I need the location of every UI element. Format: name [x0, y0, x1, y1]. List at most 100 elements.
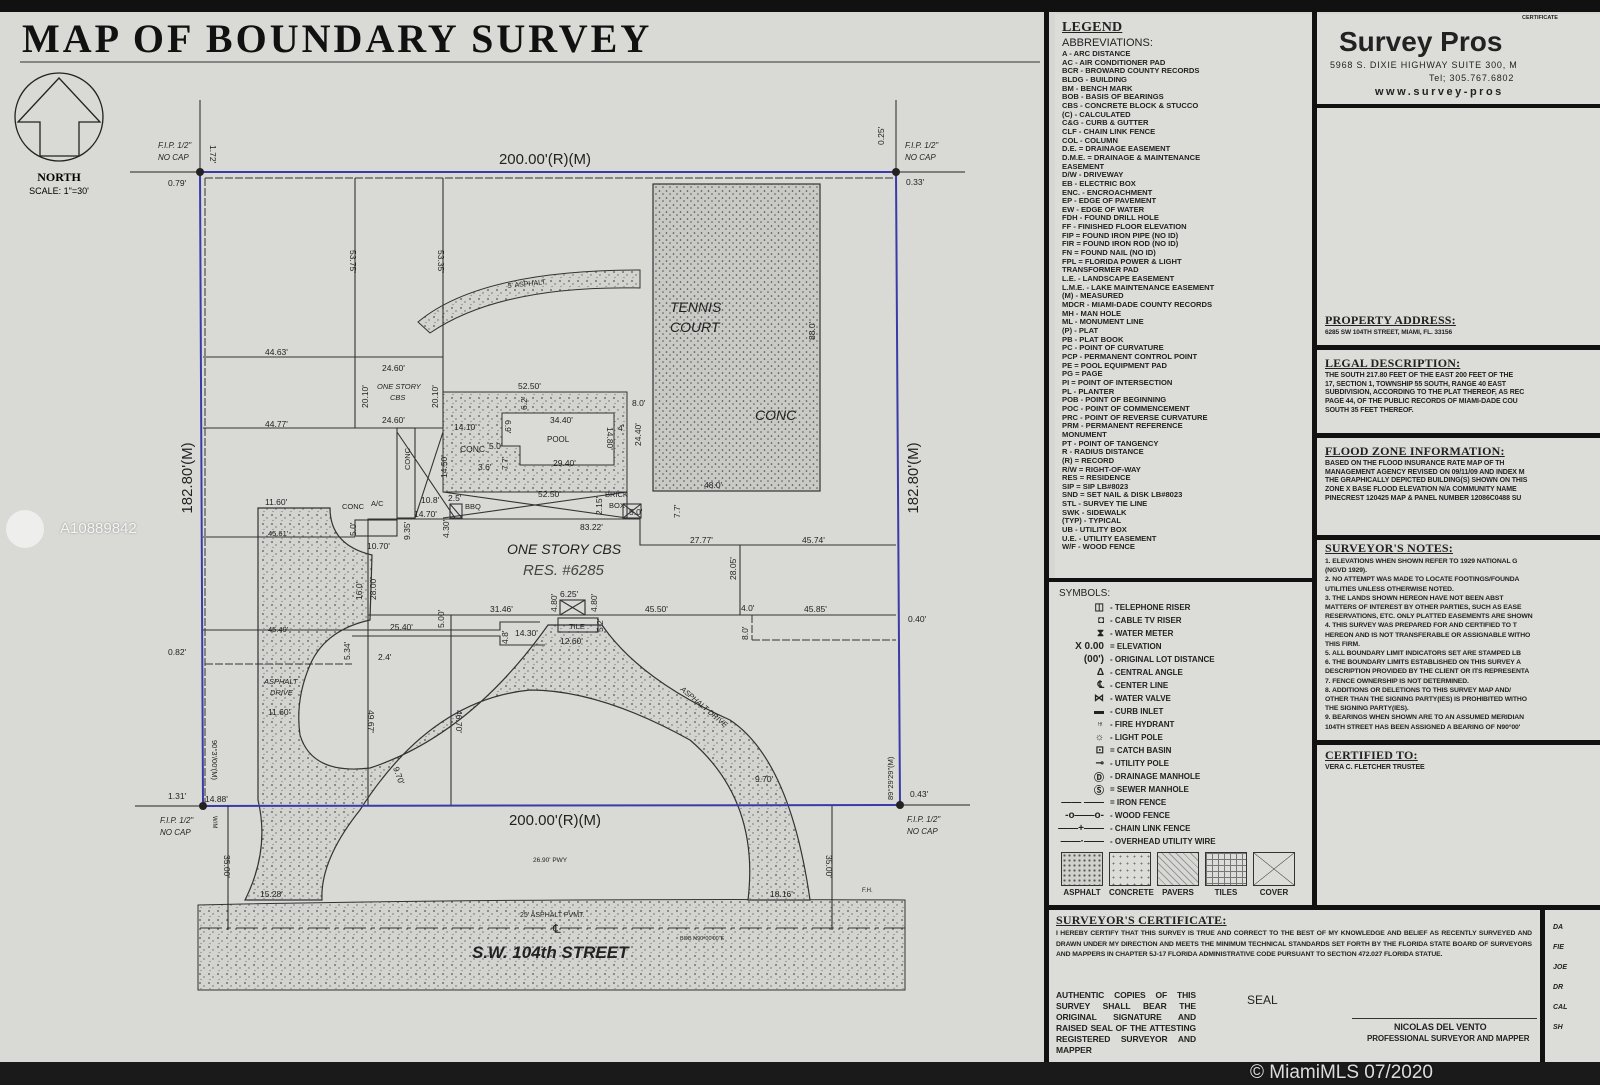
symbol-item: (00')- ORIGINAL LOT DISTANCE: [1049, 653, 1312, 666]
divider: [1317, 104, 1600, 108]
symbol-label: - CABLE TV RISER: [1110, 616, 1182, 625]
abbreviation-item: C&G - CURB & GUTTER: [1062, 118, 1149, 128]
text-line: RESERVATIONS, ETC. ONLY PLATTED EASEMENT…: [1325, 613, 1533, 621]
asphalt-drive: [244, 507, 811, 901]
abbreviation-item: MH - MAN HOLE: [1062, 308, 1122, 318]
water-meter-icon: ⧗: [1096, 628, 1104, 639]
abbreviation-item: SND = SET NAIL & DISK LB#8023: [1062, 490, 1183, 500]
dim: 5.34': [342, 641, 352, 660]
job-info-label: FIE: [1553, 944, 1564, 951]
pattern-swatch: TILES: [1205, 852, 1247, 897]
monument-label: NO CAP: [160, 828, 191, 837]
abbreviation-item: FIP = FOUND IRON PIPE (NO ID): [1062, 230, 1179, 240]
street-pavement: [197, 899, 906, 991]
dim: 15.28': [260, 889, 283, 899]
abbreviation-item: EW - EDGE OF WATER: [1062, 204, 1145, 214]
text-line: 3. THE LANDS SHOWN HEREON HAVE NOT BEEN …: [1325, 594, 1504, 602]
water-valve-icon: ⋈: [1094, 693, 1104, 704]
center-line-icon: ℄: [552, 922, 561, 936]
abbreviation-item: FF - FINISHED FLOOR ELEVATION: [1062, 222, 1187, 232]
abbreviation-item: EP - EDGE OF PAVEMENT: [1062, 196, 1157, 206]
abbreviation-item: COL - COLUMN: [1062, 135, 1118, 145]
dim: 4.80': [549, 593, 559, 612]
dim: 35.00': [824, 855, 834, 878]
property-address-heading: PROPERTY ADDRESS:: [1325, 313, 1456, 327]
abbreviation-item: PG = PAGE: [1062, 369, 1103, 379]
conc-label: CONC.: [460, 444, 487, 454]
asphalt-pattern-icon: [1061, 852, 1103, 886]
bbq-label: BBQ: [465, 502, 481, 511]
certified-to-panel: CERTIFIED TO: VERA C. FLETCHER TRUSTEE: [1317, 745, 1600, 905]
pattern-swatch: CONCRETE: [1109, 852, 1154, 897]
monument-label: F.I.P. 1/2": [905, 141, 939, 150]
dim: 45.61': [268, 529, 289, 538]
symbol-label: - OVERHEAD UTILITY WIRE: [1110, 837, 1216, 846]
dim: 5.00': [436, 609, 446, 628]
dim: 6.25': [560, 589, 579, 599]
dim: 8.0': [740, 626, 750, 640]
telephone-riser-icon: ◫: [1094, 602, 1104, 613]
dim: 2.4': [378, 652, 392, 662]
dim: 14.30': [515, 628, 538, 638]
text-line: 17, SECTION 1, TOWNSHIP 55 SOUTH, RANGE …: [1325, 380, 1506, 388]
survey-drawing: MAP OF BOUNDARY SURVEY NORTH SCALE: 1"=3…: [14, 16, 1040, 991]
abbreviation-item: (R) = RECORD: [1062, 455, 1115, 465]
fire-hydrant-label: F.H.: [862, 888, 873, 894]
dim: 14.88': [205, 794, 228, 804]
dim: 4.80': [589, 593, 599, 612]
residence-label: ONE STORY CBS: [507, 541, 622, 557]
abbreviation-item: BM - BENCH MARK: [1062, 83, 1133, 93]
abbreviation-item: MDCR - MIAMI-DADE COUNTY RECORDS: [1062, 300, 1213, 310]
symbol-item: ——+——- CHAIN LINK FENCE: [1049, 822, 1312, 835]
symbol-label: - WOOD FENCE: [1110, 811, 1170, 820]
dim: 28.00': [368, 577, 378, 600]
dim: 8.0': [632, 398, 646, 408]
dim: 6.9': [503, 420, 513, 434]
pavers-pattern-icon: [1157, 852, 1199, 886]
abbreviation-item: FDH - FOUND DRILL HOLE: [1062, 213, 1159, 223]
dim: 48.0': [704, 480, 723, 490]
text-line: THE SIGNING PARTY(IES).: [1325, 705, 1409, 713]
abbreviation-item: FN = FOUND NAIL (NO ID): [1062, 248, 1156, 258]
symbol-label: - TELEPHONE RISER: [1110, 603, 1191, 612]
ac-label: A/C: [371, 499, 384, 508]
dim: 53.75': [348, 250, 358, 273]
drive-label: DRIVE: [270, 688, 294, 697]
divider: [1317, 535, 1600, 540]
center-line-icon: ℄: [1097, 680, 1104, 691]
company-name: Survey Pros: [1339, 26, 1503, 57]
north-label: NORTH: [37, 170, 81, 184]
scale-label: SCALE: 1"=30': [29, 186, 89, 196]
abbreviation-item: D.E. = DRAINAGE EASEMENT: [1062, 144, 1171, 154]
abbreviation-item: (TYP) - TYPICAL: [1062, 516, 1122, 526]
street-name: S.W. 104th STREET: [472, 943, 630, 962]
dim: 35.00': [222, 855, 232, 878]
pattern-label: ASPHALT: [1063, 888, 1101, 897]
dim: 18.16': [770, 889, 793, 899]
text-line: MATTERS OF INTEREST BY OTHER PARTIES, SU…: [1325, 604, 1522, 612]
iron-fence-icon: —— ——: [1061, 797, 1104, 808]
abbreviations-title: ABBREVIATIONS:: [1062, 37, 1153, 49]
dim: 4.0': [741, 603, 755, 613]
job-info-label: DR: [1553, 984, 1564, 991]
abbreviation-item: PRM - PERMANENT REFERENCE MONUMENT: [1062, 421, 1183, 439]
abbreviation-item: CBS - CONCRETE BLOCK & STUCCO: [1062, 100, 1199, 110]
pattern-label: CONCRETE: [1109, 888, 1154, 897]
concrete-pattern-icon: [1109, 852, 1151, 886]
dim: 4.30': [441, 519, 451, 538]
certificate-heading: SURVEYOR'S CERTIFICATE:: [1056, 913, 1227, 927]
abbreviation-item: SIP = SIP LB#8023: [1062, 481, 1129, 491]
surveyor-name: NICOLAS DEL VENTO: [1394, 1022, 1487, 1032]
symbols-panel: SYMBOLS: ◫- TELEPHONE RISER◘- CABLE TV R…: [1049, 582, 1312, 905]
dim: 7.7': [672, 504, 682, 518]
dim: 5.0': [489, 441, 503, 451]
certificate-text: I HEREBY CERTIFY THAT THIS SURVEY IS TRU…: [1056, 930, 1532, 958]
dim: 7.7': [500, 456, 510, 470]
drive-label: ASPHALT: [263, 677, 299, 686]
building-label: ONE STORY: [377, 382, 422, 391]
top-frame-bar: [0, 0, 1600, 12]
symbol-item: ⊸- UTILITY POLE: [1049, 757, 1312, 770]
utility-pole-icon: ⊸: [1095, 758, 1104, 769]
job-info-label: JOE: [1553, 964, 1568, 971]
dim: 45.49': [268, 625, 289, 634]
